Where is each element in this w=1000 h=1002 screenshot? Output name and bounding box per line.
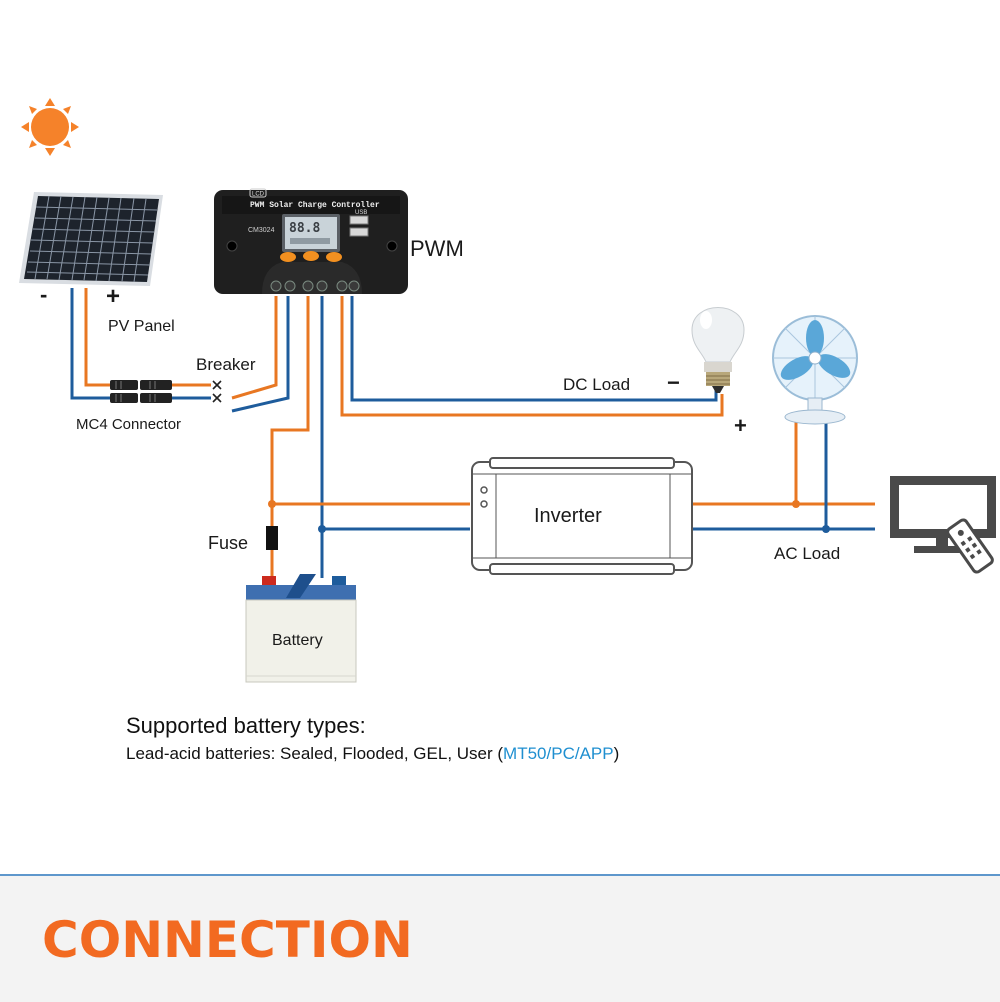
battery-icon <box>245 574 357 683</box>
controller-button-middle[interactable] <box>303 251 319 261</box>
controller-title: PWM Solar Charge Controller <box>250 201 380 210</box>
supported-heading: Supported battery types: <box>126 713 366 738</box>
usb-port-2[interactable] <box>349 227 369 237</box>
dc-load-label: DC Load <box>563 375 630 394</box>
controller-usb-label: USB <box>355 210 367 216</box>
controller-model: CM3024 <box>248 227 275 234</box>
controller-button-right[interactable] <box>326 252 342 262</box>
supported-battery-types: Supported battery types: Lead-acid batte… <box>126 712 619 767</box>
inverter-icon <box>471 457 693 575</box>
solar-panel-icon <box>19 192 163 286</box>
supported-line-prefix: Lead-acid batteries: Sealed, Flooded, GE… <box>126 744 504 763</box>
footer-title: CONNECTION <box>42 911 413 969</box>
dc-load-negative-wire <box>350 296 718 402</box>
fan-icon <box>772 315 858 425</box>
pv-minus-label: - <box>40 282 47 307</box>
mc4-connector-icon <box>110 380 172 403</box>
breaker-negative-wire <box>231 296 290 413</box>
controller-badge: LCD <box>252 192 265 198</box>
pv-negative-wire <box>70 288 110 400</box>
junction-dots <box>268 500 830 533</box>
fuse-label: Fuse <box>208 533 248 553</box>
breaker-icon <box>212 380 222 403</box>
battery-positive-wire <box>270 296 310 588</box>
usb-port-1[interactable] <box>349 215 369 225</box>
sun-icon <box>21 98 79 156</box>
breaker-label: Breaker <box>196 355 256 374</box>
tv-icon <box>890 476 996 553</box>
pwm-label: PWM <box>410 236 464 261</box>
light-bulb-icon <box>691 307 745 393</box>
controller-display: 88.8 <box>289 221 320 236</box>
footer-banner: CONNECTION <box>0 874 1000 1002</box>
fuse-icon <box>266 526 278 550</box>
battery-label: Battery <box>272 632 323 649</box>
dc-plus-label: + <box>734 413 747 438</box>
supported-line: Lead-acid batteries: Sealed, Flooded, GE… <box>126 741 619 767</box>
wiring <box>70 288 875 588</box>
inverter-label: Inverter <box>534 505 602 527</box>
pv-positive-wire <box>84 288 110 387</box>
pv-plus-label: + <box>106 283 120 310</box>
mc4-connector-label: MC4 Connector <box>76 416 181 433</box>
charge-controller: LCD PWM Solar Charge Controller USB CM30… <box>214 188 408 294</box>
ac-load-label: AC Load <box>774 544 840 563</box>
controller-button-left[interactable] <box>280 252 296 262</box>
breaker-positive-wire <box>231 296 278 400</box>
remote-icon <box>946 518 994 574</box>
pv-panel-label: PV Panel <box>108 318 175 335</box>
supported-line-highlight: MT50/PC/APP <box>503 744 614 763</box>
supported-line-suffix: ) <box>613 744 620 763</box>
dc-load-positive-wire <box>340 296 724 417</box>
dc-minus-label: − <box>667 370 680 395</box>
